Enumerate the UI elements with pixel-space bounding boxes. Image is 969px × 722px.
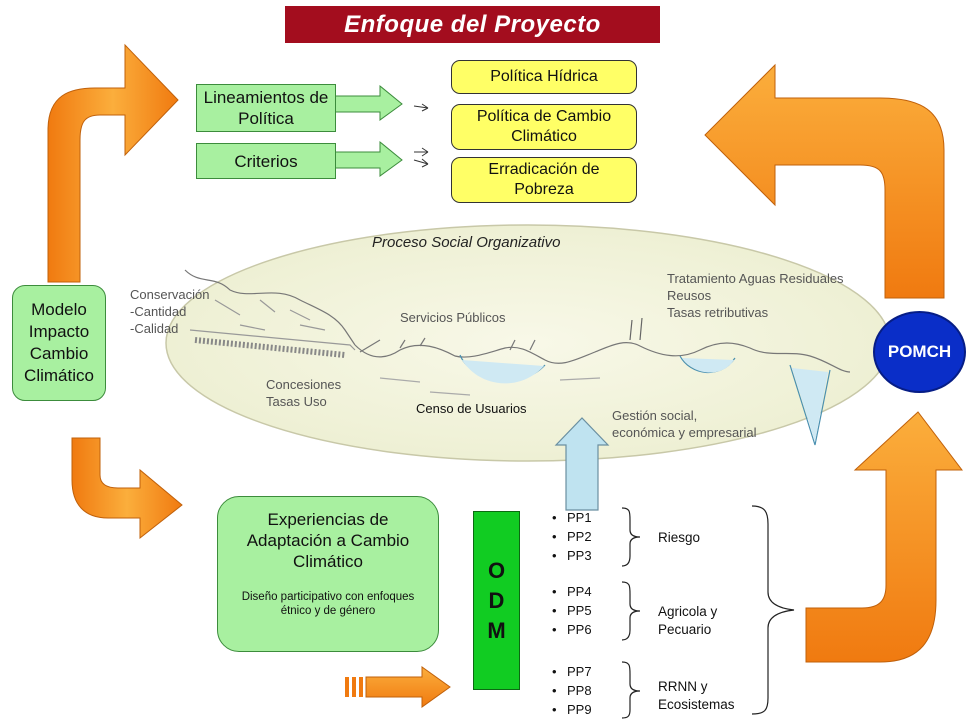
conservacion-text: Conservación bbox=[130, 287, 210, 302]
gestion-text-1: Gestión social, bbox=[612, 408, 698, 423]
pp-list-agricola: PP4 PP5 PP6 bbox=[552, 582, 592, 639]
list-item: PP8 bbox=[552, 681, 592, 700]
pp-braces bbox=[621, 505, 795, 719]
experiencias-subtitle: Diseño participativo con enfoques étnico… bbox=[241, 591, 415, 617]
reusos-text: Reusos bbox=[667, 288, 712, 303]
odm-letter-d: D bbox=[488, 587, 505, 613]
arrow-into-odm bbox=[345, 666, 451, 708]
tasas-uso-text: Tasas Uso bbox=[266, 394, 327, 409]
arrow-modelo-down bbox=[71, 437, 183, 540]
landscape-sketch bbox=[184, 269, 851, 446]
tasas-retributivas-text: Tasas retributivas bbox=[667, 305, 769, 320]
lineamientos-box: Lineamientos de Política bbox=[196, 84, 336, 132]
list-item: PP2 bbox=[552, 527, 592, 546]
modelo-impacto-box: Modelo Impacto Cambio Climático bbox=[12, 285, 106, 401]
group-label-riesgo: Riesgo bbox=[658, 530, 701, 545]
list-item: PP7 bbox=[552, 662, 592, 681]
arrow-lineamientos bbox=[334, 84, 403, 121]
tratamiento-label: Tratamiento Aguas Residuales Reusos Tasa… bbox=[667, 270, 844, 321]
social-process-ellipse bbox=[165, 224, 891, 462]
small-pointer-arrows bbox=[413, 103, 429, 168]
politica-cambio-climatico-label: Política de Cambio Climático bbox=[476, 108, 612, 145]
tratamiento-text: Tratamiento Aguas Residuales bbox=[667, 271, 844, 286]
pp-list-riesgo: PP1 PP2 PP3 bbox=[552, 508, 592, 565]
odm-letter-o: O bbox=[487, 557, 506, 583]
list-item: PP1 bbox=[552, 508, 592, 527]
list-item: PP6 bbox=[552, 620, 592, 639]
concesiones-text: Concesiones bbox=[266, 377, 342, 392]
odm-letter-m: M bbox=[487, 617, 506, 643]
page-title: Enfoque del Proyecto bbox=[285, 6, 660, 43]
group-label-rrnn: RRNN y Ecosistemas bbox=[658, 679, 735, 712]
erradicacion-pobreza-label: Erradicación de Pobreza bbox=[488, 161, 600, 198]
censo-usuarios-label: Censo de Usuarios bbox=[416, 401, 527, 416]
servicios-publicos-label: Servicios Públicos bbox=[400, 310, 506, 325]
criterios-box: Criterios bbox=[196, 143, 336, 179]
ellipse-title: Proceso Social Organizativo bbox=[372, 234, 561, 251]
list-item: PP4 bbox=[552, 582, 592, 601]
list-item: PP9 bbox=[552, 700, 592, 719]
odm-bar: O D M bbox=[473, 511, 520, 690]
erradicacion-pobreza-box: Erradicación de Pobreza bbox=[451, 157, 637, 203]
lineamientos-label: Lineamientos de Política bbox=[203, 88, 329, 128]
group-label-agricola: Agricola y Pecuario bbox=[658, 604, 718, 637]
politica-cambio-climatico-box: Política de Cambio Climático bbox=[451, 104, 637, 150]
modelo-impacto-label: Modelo Impacto Cambio Climático bbox=[24, 300, 94, 385]
politica-hidrica-label: Política Hídrica bbox=[490, 68, 598, 85]
politica-hidrica-box: Política Hídrica bbox=[451, 60, 637, 94]
list-item: PP3 bbox=[552, 546, 592, 565]
list-item: PP5 bbox=[552, 601, 592, 620]
conservacion-label: Conservación -Cantidad -Calidad bbox=[130, 286, 210, 337]
arrow-criterios bbox=[334, 140, 403, 177]
calidad-text: -Calidad bbox=[130, 321, 179, 336]
cantidad-text: -Cantidad bbox=[130, 304, 187, 319]
arrow-to-pomch bbox=[805, 411, 964, 663]
arrow-modelo-up bbox=[47, 43, 179, 283]
gestion-label: Gestión social, económica y empresarial bbox=[612, 407, 757, 441]
gestion-text-2: económica y empresarial bbox=[612, 425, 757, 440]
arrow-odm-up bbox=[554, 417, 610, 511]
experiencias-title: Experiencias de Adaptación a Cambio Clim… bbox=[246, 510, 410, 571]
pomch-circle: POMCH bbox=[873, 311, 966, 393]
pomch-label: POMCH bbox=[887, 342, 952, 361]
concesiones-label: Concesiones Tasas Uso bbox=[266, 376, 341, 410]
arrow-pomch-up bbox=[704, 63, 945, 299]
pp-list-rrnn: PP7 PP8 PP9 bbox=[552, 662, 592, 719]
criterios-label: Criterios bbox=[234, 151, 298, 171]
experiencias-box: Experiencias de Adaptación a Cambio Clim… bbox=[217, 496, 439, 652]
